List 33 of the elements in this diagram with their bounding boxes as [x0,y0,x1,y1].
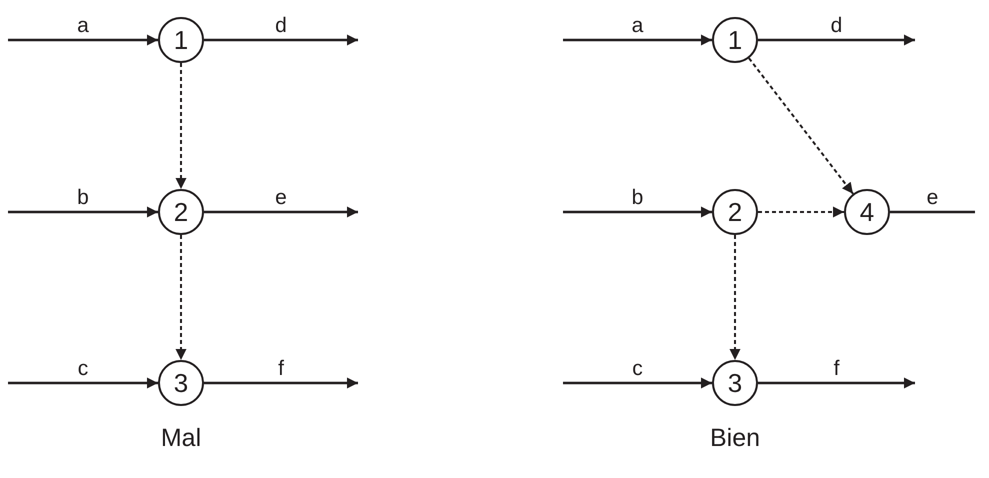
arrow [563,206,712,218]
node-number: 1 [174,27,188,53]
arrow [8,206,158,218]
event-circle [158,189,204,235]
arrow [748,58,854,194]
arrow [563,34,712,46]
node-number: 4 [860,199,874,225]
node-number: 2 [174,199,188,225]
arrow [204,378,358,388]
arrow [176,235,186,360]
node-number: 1 [728,27,742,53]
arrow [8,378,158,388]
arrow [730,235,740,360]
node-number: 2 [728,199,742,225]
event-circle [712,360,758,406]
arrow [204,206,358,218]
event-circle [712,17,758,63]
event-circle [158,17,204,63]
arrow [758,34,915,46]
arrow [204,34,358,46]
panel-caption: Mal [160,426,202,451]
node-number: 3 [174,370,188,396]
event-circle [844,189,890,235]
node-number: 3 [728,370,742,396]
arrow [758,378,915,388]
event-circle [712,189,758,235]
connector-line [890,210,975,214]
arrow [8,34,158,46]
event-circle [158,360,204,406]
arrow [176,63,186,189]
arrow [563,378,712,388]
arrow [758,206,844,218]
panel-caption: Bien [710,426,760,451]
